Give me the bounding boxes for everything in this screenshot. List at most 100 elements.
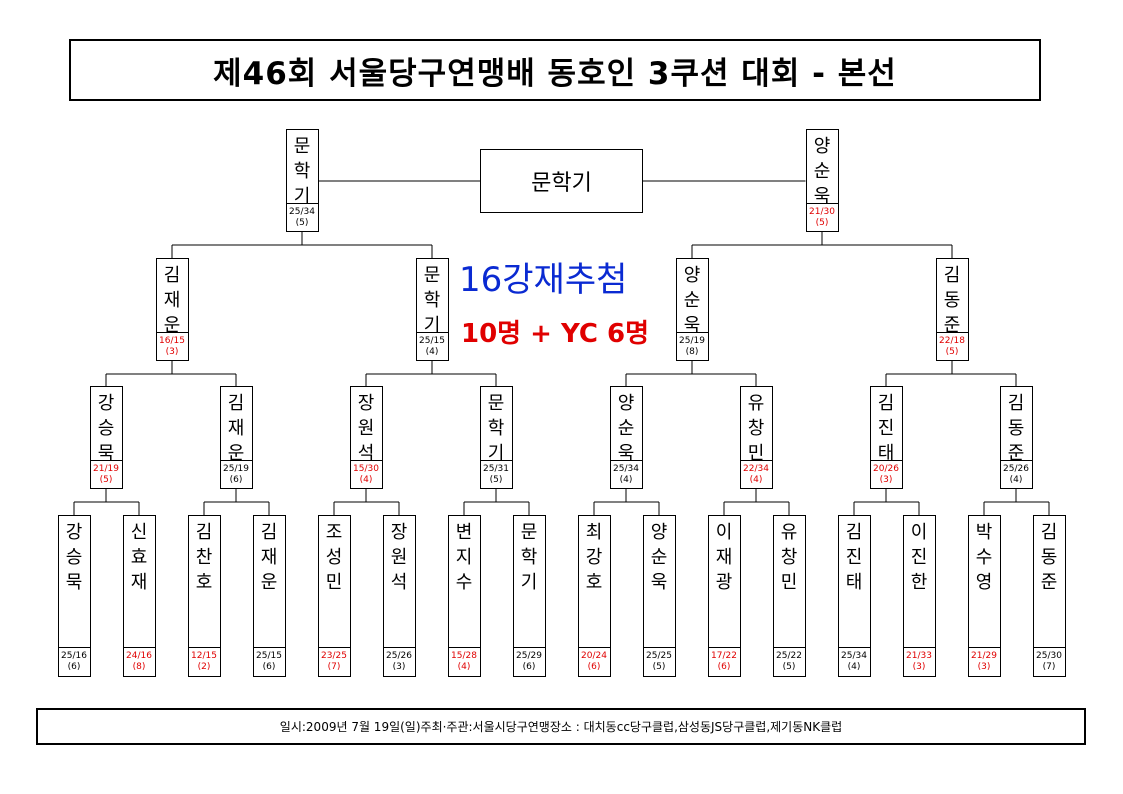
rank-value: (3) [392, 662, 406, 672]
rank-value: (6) [229, 474, 243, 485]
score-value: 24/16 [126, 651, 152, 661]
player-score: 22/18(5) [936, 332, 968, 360]
score-value: 25/34 [289, 206, 315, 217]
player-score: 25/34(4) [610, 460, 642, 488]
player-score: 25/31(5) [480, 460, 512, 488]
score-value: 21/19 [93, 463, 119, 474]
rank-value: (3) [977, 662, 991, 672]
player-score: 25/34(5) [286, 203, 318, 231]
footer-date: 일시:2009년 7월 19일(일) [279, 720, 421, 734]
score-value: 25/22 [776, 651, 802, 661]
score-value: 25/34 [613, 463, 639, 474]
rank-value: (4) [457, 662, 471, 672]
footer-host: 주최·주관:서울시당구연맹 [420, 720, 550, 734]
player-score: 15/28(4) [448, 647, 480, 676]
draw-title: 16강재추첨 [459, 260, 628, 300]
player-score: 15/30(4) [350, 460, 382, 488]
rank-value: (7) [1042, 662, 1056, 672]
player-score: 25/26(4) [1000, 460, 1032, 488]
player-score: 25/15(4) [416, 332, 448, 360]
player-score: 25/25(5) [643, 647, 675, 676]
rank-value: (2) [197, 662, 211, 672]
player-score: 25/30(7) [1033, 647, 1065, 676]
footer-venue: 장소 : 대치동cc당구클럽,삼성동JS당구클럽,제기동NK클럽 [549, 720, 843, 734]
score-value: 22/34 [743, 463, 769, 474]
rank-value: (3) [912, 662, 926, 672]
score-value: 15/30 [353, 463, 379, 474]
draw-subtitle: 10명 + YC 6명 [461, 319, 650, 349]
score-value: 25/15 [419, 335, 445, 346]
score-value: 15/28 [451, 651, 477, 661]
rank-value: (6) [67, 662, 81, 672]
score-value: 25/19 [223, 463, 249, 474]
player-score: 25/34(4) [838, 647, 870, 676]
score-value: 25/30 [1036, 651, 1062, 661]
rank-value: (6) [522, 662, 536, 672]
rank-value: (5) [945, 346, 959, 357]
rank-value: (4) [749, 474, 763, 485]
player-score: 12/15(2) [188, 647, 220, 676]
player-score: 25/26(3) [383, 647, 415, 676]
footer: 일시:2009년 7월 19일(일) 주최·주관:서울시당구연맹 장소 : 대치… [36, 708, 1086, 745]
rank-value: (5) [782, 662, 796, 672]
player-score: 25/19(8) [676, 332, 708, 360]
score-value: 17/22 [711, 651, 737, 661]
score-value: 25/25 [646, 651, 672, 661]
score-value: 21/33 [906, 651, 932, 661]
score-value: 21/30 [809, 206, 835, 217]
score-value: 25/19 [679, 335, 705, 346]
score-value: 20/24 [581, 651, 607, 661]
rank-value: (4) [425, 346, 439, 357]
player-score: 24/16(8) [123, 647, 155, 676]
rank-value: (5) [815, 217, 829, 228]
rank-value: (6) [587, 662, 601, 672]
player-score: 21/29(3) [968, 647, 1000, 676]
rank-value: (4) [359, 474, 373, 485]
rank-value: (4) [1009, 474, 1023, 485]
player-score: 20/24(6) [578, 647, 610, 676]
score-value: 25/15 [256, 651, 282, 661]
score-value: 20/26 [873, 463, 899, 474]
score-value: 25/29 [516, 651, 542, 661]
score-value: 25/16 [61, 651, 87, 661]
player-score: 16/15(3) [156, 332, 188, 360]
rank-value: (4) [619, 474, 633, 485]
rank-value: (3) [879, 474, 893, 485]
